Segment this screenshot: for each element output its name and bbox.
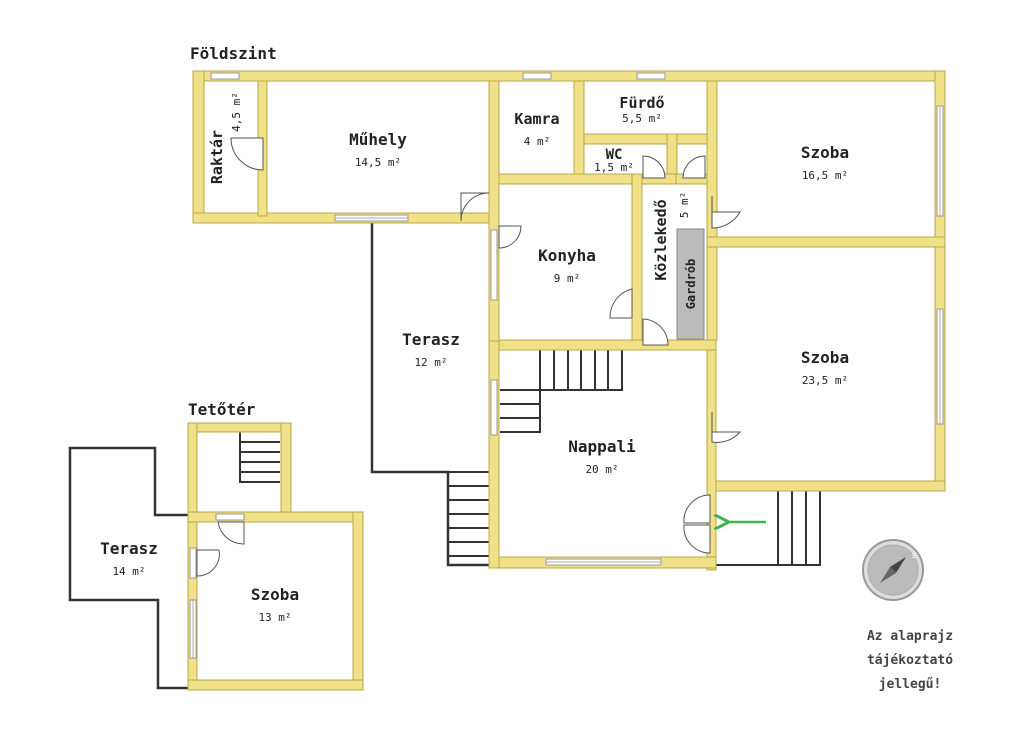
furdo-name: Fürdő [619, 94, 664, 112]
compass-icon: É [862, 539, 924, 601]
furdo-area: 5,5 m² [622, 112, 662, 125]
interior-stairs [500, 350, 623, 433]
attic-windows [189, 513, 245, 659]
szoba1-area: 16,5 m² [802, 169, 848, 182]
ground-floor-windows [210, 72, 944, 566]
wardrobe [676, 228, 705, 340]
attic-terasz-name: Terasz [100, 539, 158, 558]
terasz-name: Terasz [402, 330, 460, 349]
attic-floor-title: Tetőtér [188, 400, 255, 419]
kozlekedo-area: 5 m² [678, 192, 691, 219]
disclaimer-line-1: Az alaprajz [867, 629, 953, 644]
kamra-name: Kamra [514, 110, 559, 128]
ground-floor-title: Földszint [190, 44, 277, 63]
attic-szoba-area: 13 m² [258, 611, 291, 624]
kozlekedo-name: Közlekedő [652, 199, 670, 280]
disclaimer-line-2: tájékoztató [867, 653, 953, 668]
kamra-area: 4 m² [524, 135, 551, 148]
terasz-area: 12 m² [414, 356, 447, 369]
disclaimer-line-3: jellegű! [879, 677, 942, 692]
wc-name: WC [606, 147, 623, 163]
muhely-name: Műhely [349, 130, 407, 149]
konyha-name: Konyha [538, 246, 596, 265]
entrance-stairs [716, 491, 821, 566]
gardrob-name: Gardrób [684, 259, 698, 310]
szoba1-name: Szoba [801, 143, 849, 162]
attic-doors [196, 521, 245, 577]
raktar-area: 4,5 m² [230, 92, 243, 132]
muhely-area: 14,5 m² [355, 156, 401, 169]
raktar-name: Raktár [208, 130, 226, 184]
attic-stairs [239, 432, 280, 483]
ground-floor-doors [230, 137, 742, 554]
attic-terrace-outline [68, 446, 188, 690]
terrace-stairs [448, 471, 490, 557]
compass-north-label: É [912, 551, 916, 560]
nappali-area: 20 m² [585, 463, 618, 476]
attic-szoba-name: Szoba [251, 585, 299, 604]
wc-area: 1,5 m² [594, 161, 634, 174]
szoba2-name: Szoba [801, 348, 849, 367]
konyha-area: 9 m² [554, 272, 581, 285]
attic-terasz-area: 14 m² [112, 565, 145, 578]
nappali-name: Nappali [568, 437, 636, 456]
szoba2-area: 23,5 m² [802, 374, 848, 387]
